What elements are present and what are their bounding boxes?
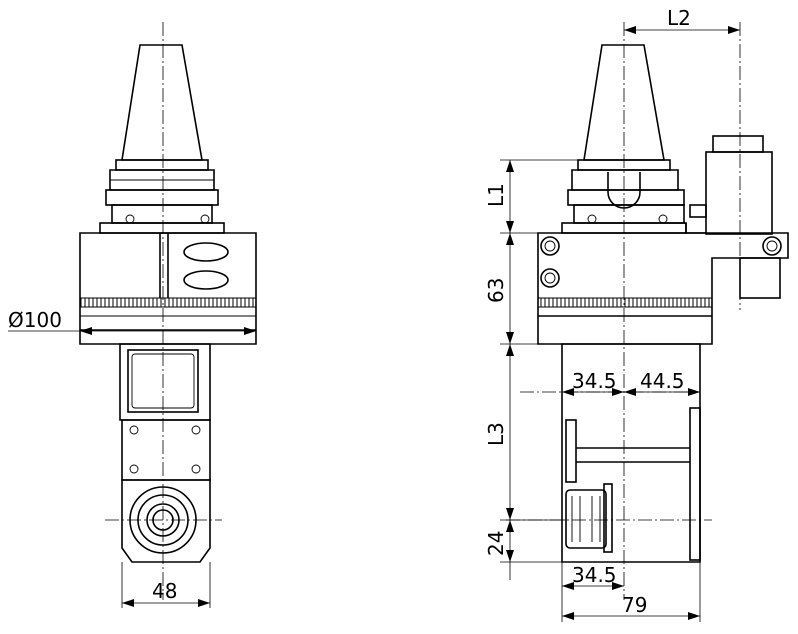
front-dimensions: Ø100 48 bbox=[8, 308, 256, 608]
dim-24: 24 bbox=[484, 531, 508, 556]
dim-L3: L3 bbox=[484, 422, 508, 446]
dim-63: 63 bbox=[484, 278, 508, 303]
dim-44-5: 44.5 bbox=[640, 369, 685, 393]
front-view bbox=[79, 22, 257, 600]
side-view bbox=[506, 22, 789, 600]
dim-34-5-bottom: 34.5 bbox=[572, 563, 617, 587]
dim-width-front: 48 bbox=[152, 579, 177, 603]
dim-34-5-top: 34.5 bbox=[572, 369, 617, 393]
dim-L1: L1 bbox=[484, 183, 508, 207]
dim-L2: L2 bbox=[667, 6, 691, 30]
dim-diameter: Ø100 bbox=[8, 308, 62, 332]
side-dimensions: L2 L1 63 L3 24 34.5 44.5 34.5 bbox=[484, 6, 740, 622]
dim-79: 79 bbox=[622, 593, 647, 617]
